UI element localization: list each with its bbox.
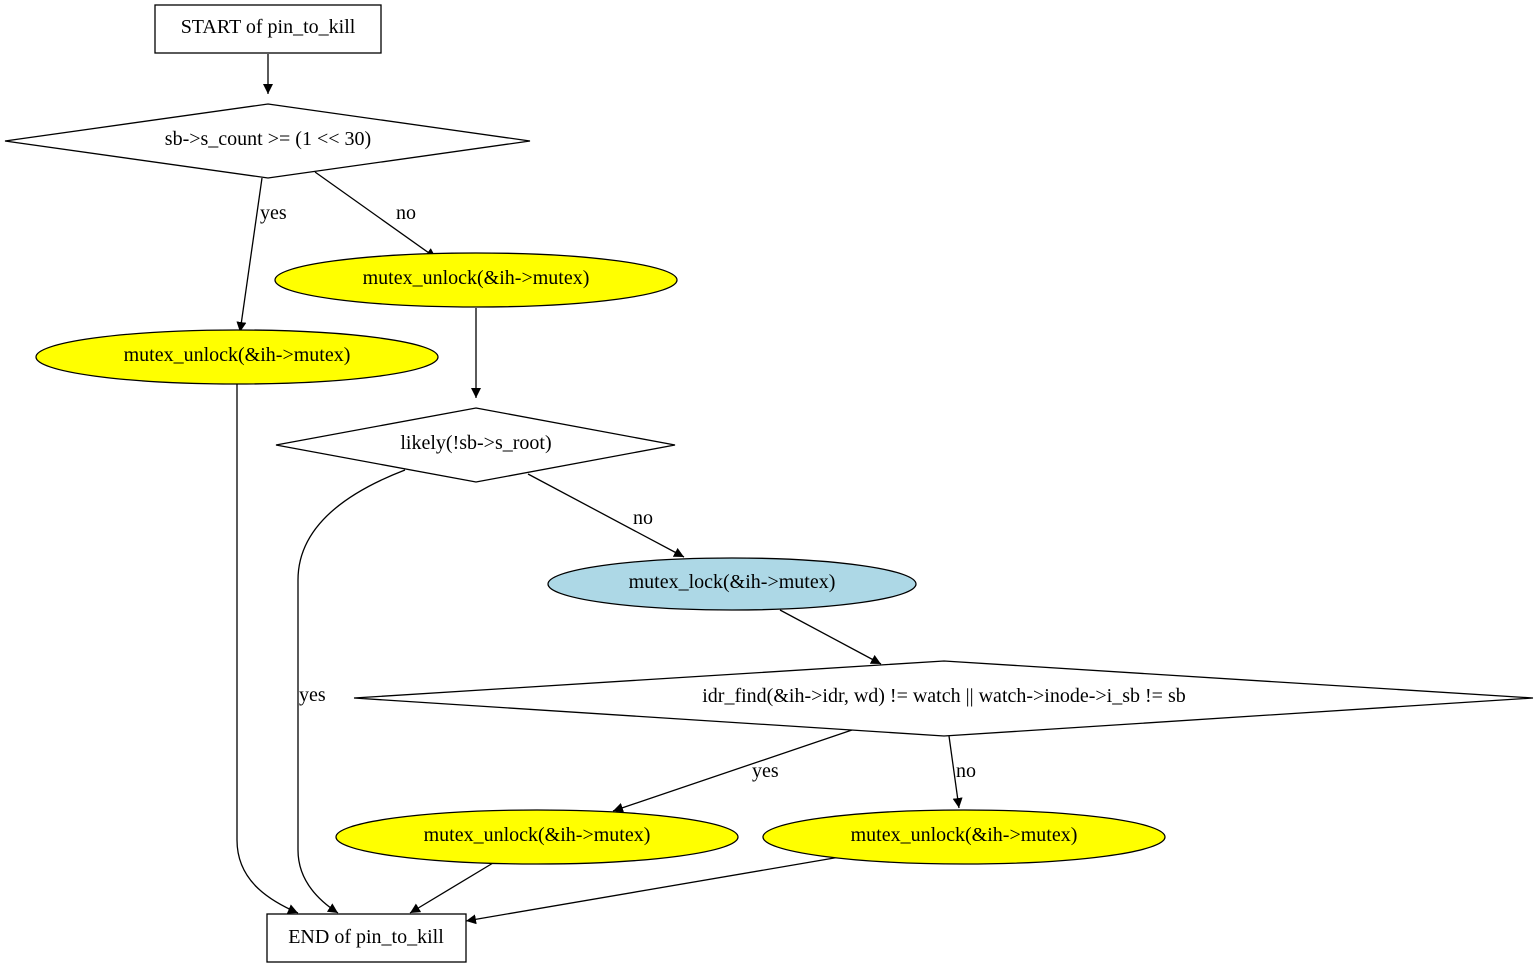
edge-label-yes: yes xyxy=(299,684,326,706)
edge-label-no: no xyxy=(396,202,416,224)
node-cond-count-label: sb->s_count >= (1 << 30) xyxy=(165,128,371,150)
edge-label-yes: yes xyxy=(752,760,779,782)
edge-cond-count-yes: yes xyxy=(236,177,287,333)
node-cond-count: sb->s_count >= (1 << 30) xyxy=(4,103,531,179)
edge-cond-root-no: no xyxy=(527,473,685,558)
node-unlock-b: mutex_unlock(&ih->mutex) xyxy=(274,252,678,308)
edge-unlock-c-to-end xyxy=(409,862,494,914)
node-lock: mutex_lock(&ih->mutex) xyxy=(547,557,917,611)
edge-unlock-a-to-end xyxy=(236,384,299,914)
node-unlock-d: mutex_unlock(&ih->mutex) xyxy=(762,809,1166,865)
node-cond-idr: idr_find(&ih->idr, wd) != watch || watch… xyxy=(353,660,1534,737)
node-cond-root-label: likely(!sb->s_root) xyxy=(400,432,551,454)
edge-cond-root-yes: yes xyxy=(297,469,406,914)
edge-label-yes: yes xyxy=(260,202,287,224)
node-cond-idr-label: idr_find(&ih->idr, wd) != watch || watch… xyxy=(702,685,1186,707)
node-start: START of pin_to_kill xyxy=(154,4,382,54)
edge-label-no: no xyxy=(956,760,976,782)
edge-cond-idr-no: no xyxy=(948,735,976,809)
node-start-label: START of pin_to_kill xyxy=(181,16,356,38)
node-cond-root: likely(!sb->s_root) xyxy=(275,407,676,483)
edge-unlock-d-to-end xyxy=(465,856,841,925)
node-unlock-a: mutex_unlock(&ih->mutex) xyxy=(35,329,439,385)
node-unlock-b-label: mutex_unlock(&ih->mutex) xyxy=(363,267,590,289)
edge-cond-idr-yes: yes xyxy=(612,729,853,813)
node-unlock-c-label: mutex_unlock(&ih->mutex) xyxy=(424,824,651,846)
node-unlock-c: mutex_unlock(&ih->mutex) xyxy=(335,809,739,865)
node-end: END of pin_to_kill xyxy=(266,913,467,963)
edge-label-no: no xyxy=(633,507,653,529)
edge-lock-to-cond-idr xyxy=(779,609,882,665)
node-end-label: END of pin_to_kill xyxy=(288,926,444,948)
node-unlock-d-label: mutex_unlock(&ih->mutex) xyxy=(851,824,1078,846)
node-lock-label: mutex_lock(&ih->mutex) xyxy=(629,571,836,593)
edge-cond-count-no: no xyxy=(314,171,437,259)
node-unlock-a-label: mutex_unlock(&ih->mutex) xyxy=(124,344,351,366)
